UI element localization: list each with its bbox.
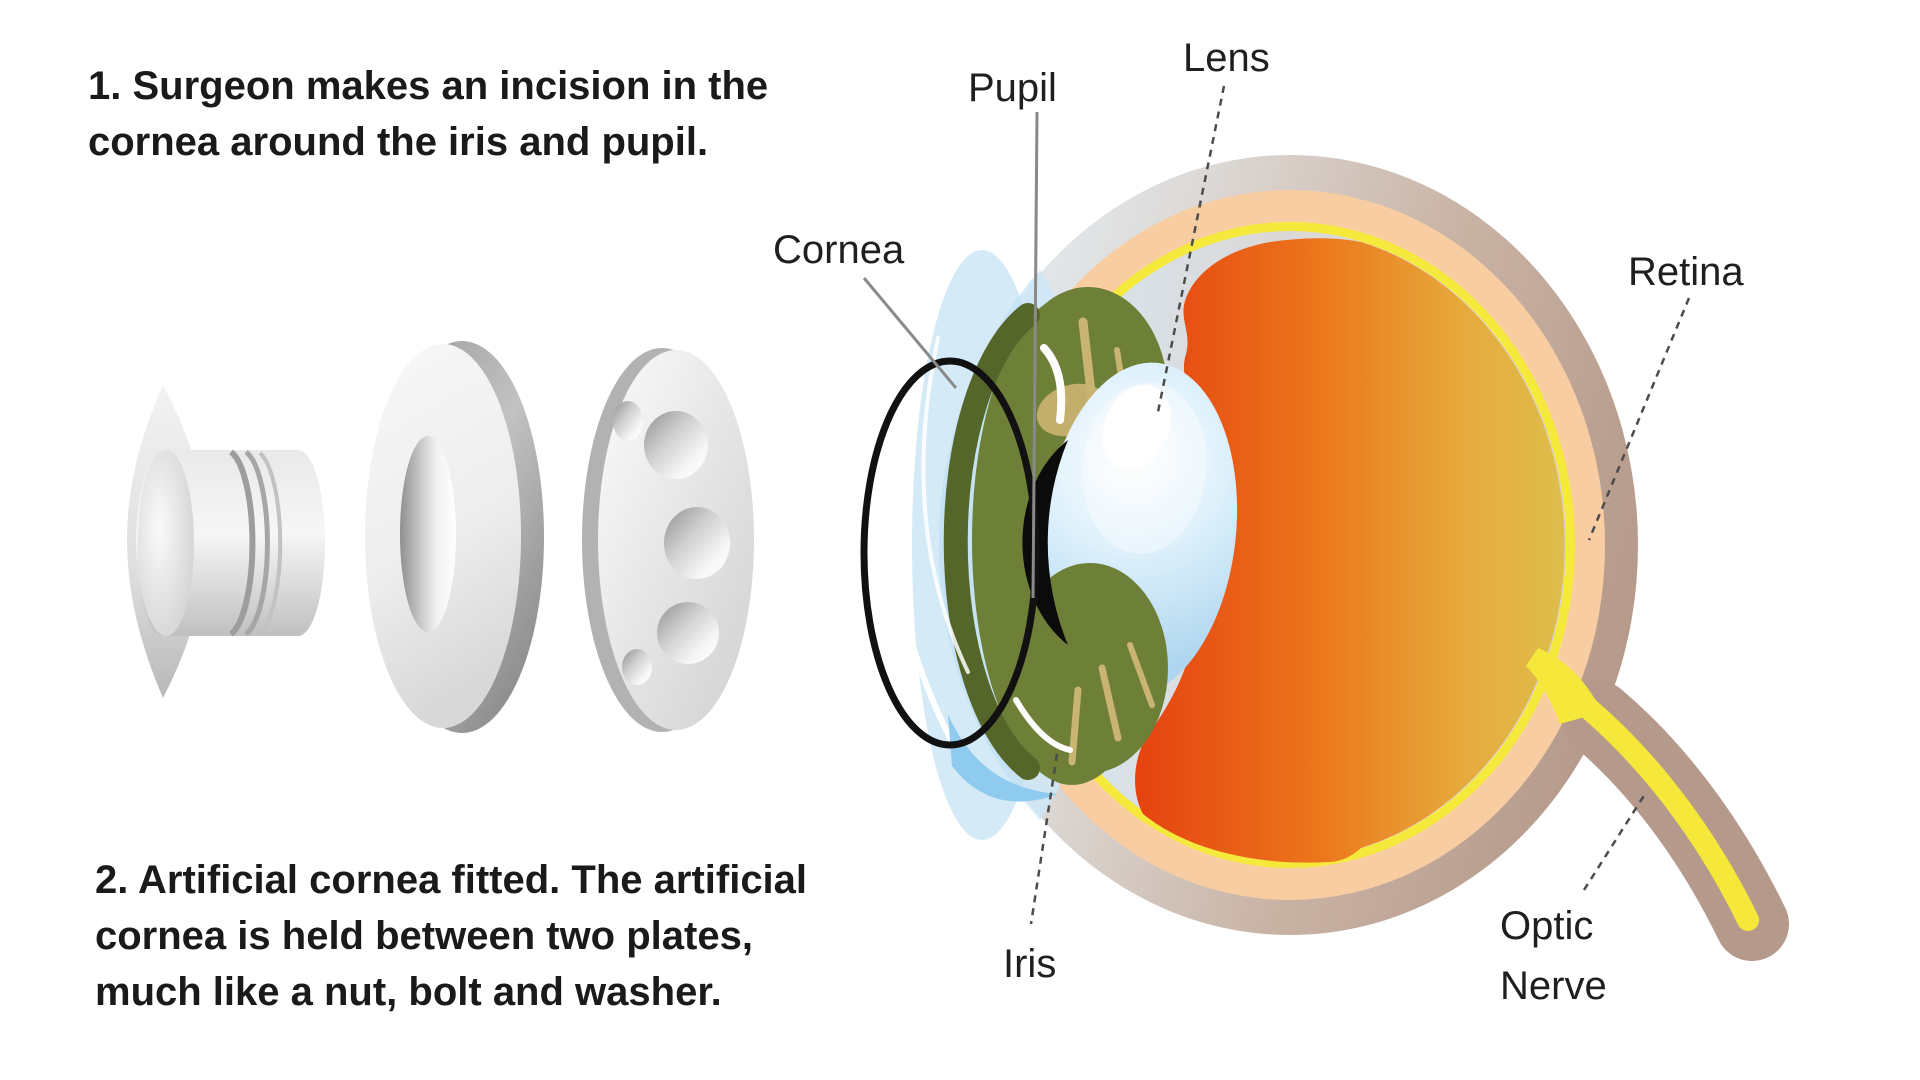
bolt-thread-line [244, 449, 270, 637]
bolt-thread-line [258, 451, 283, 635]
step-2-line-1: 2. Artificial cornea fitted. The artific… [95, 858, 808, 902]
retina-leader-line [1587, 297, 1691, 541]
label-retina: Retina [1628, 250, 1744, 294]
holed-plate-illustration [582, 348, 754, 732]
label-iris: Iris [1003, 942, 1057, 986]
step-1-line-2: cornea around the iris and pupil. [88, 120, 709, 164]
step-2-line-3: much like a nut, bolt and washer. [95, 970, 722, 1014]
bolt-face [138, 450, 194, 636]
plate-hole-top-left [613, 401, 643, 441]
label-pupil: Pupil [968, 66, 1057, 110]
label-optic-nerve: Optic Nerve [1500, 904, 1607, 1008]
under-iris-blue-crescent [948, 714, 1058, 802]
washer-illustration [365, 341, 544, 733]
artificial-cornea-parts [127, 341, 754, 733]
plate-hole-middle [664, 507, 730, 579]
cornea-leader-line [862, 277, 958, 389]
iris-tan-streak [1127, 642, 1155, 708]
plate-hole-bottom-left [622, 649, 652, 685]
step-2-line-2: cornea is held between two plates, [95, 914, 753, 958]
optic-nerve-core [1577, 697, 1759, 931]
optic-nerve-group [1526, 648, 1789, 961]
vitreous-body [1135, 238, 1565, 863]
iris-top-highlight-arc [1040, 344, 1066, 424]
surgery-step-2-text: 2. Artificial cornea fitted. The artific… [95, 852, 807, 1020]
iris-bottom-highlight-arc [1013, 697, 1073, 753]
leader-lines [862, 85, 1691, 925]
lens-leader-line [1156, 85, 1226, 413]
eye-cross-section [860, 155, 1789, 961]
plate-hole-top [644, 411, 708, 479]
label-cornea: Cornea [773, 228, 905, 272]
lens-highlight [1102, 384, 1172, 470]
bolt-thread-line [229, 449, 256, 637]
iris-leader-line [1029, 753, 1059, 925]
incision-ellipse [860, 357, 1040, 749]
bolt-illustration [127, 385, 325, 698]
optic-nerve-leader-line [1582, 793, 1647, 891]
surgery-step-1-text: 1. Surgeon makes an incision in the corn… [88, 58, 768, 170]
pupil-leader-line [1031, 111, 1039, 599]
cornea-highlight-arc-short [921, 336, 970, 674]
step-1-line-1: 1. Surgeon makes an incision in the [88, 64, 769, 108]
iris-tan-streak [1098, 664, 1122, 742]
washer-hole [400, 436, 456, 632]
plate-hole-bottom [657, 602, 719, 664]
label-lens: Lens [1183, 36, 1270, 80]
cornea-highlight-arc-long [879, 297, 958, 751]
